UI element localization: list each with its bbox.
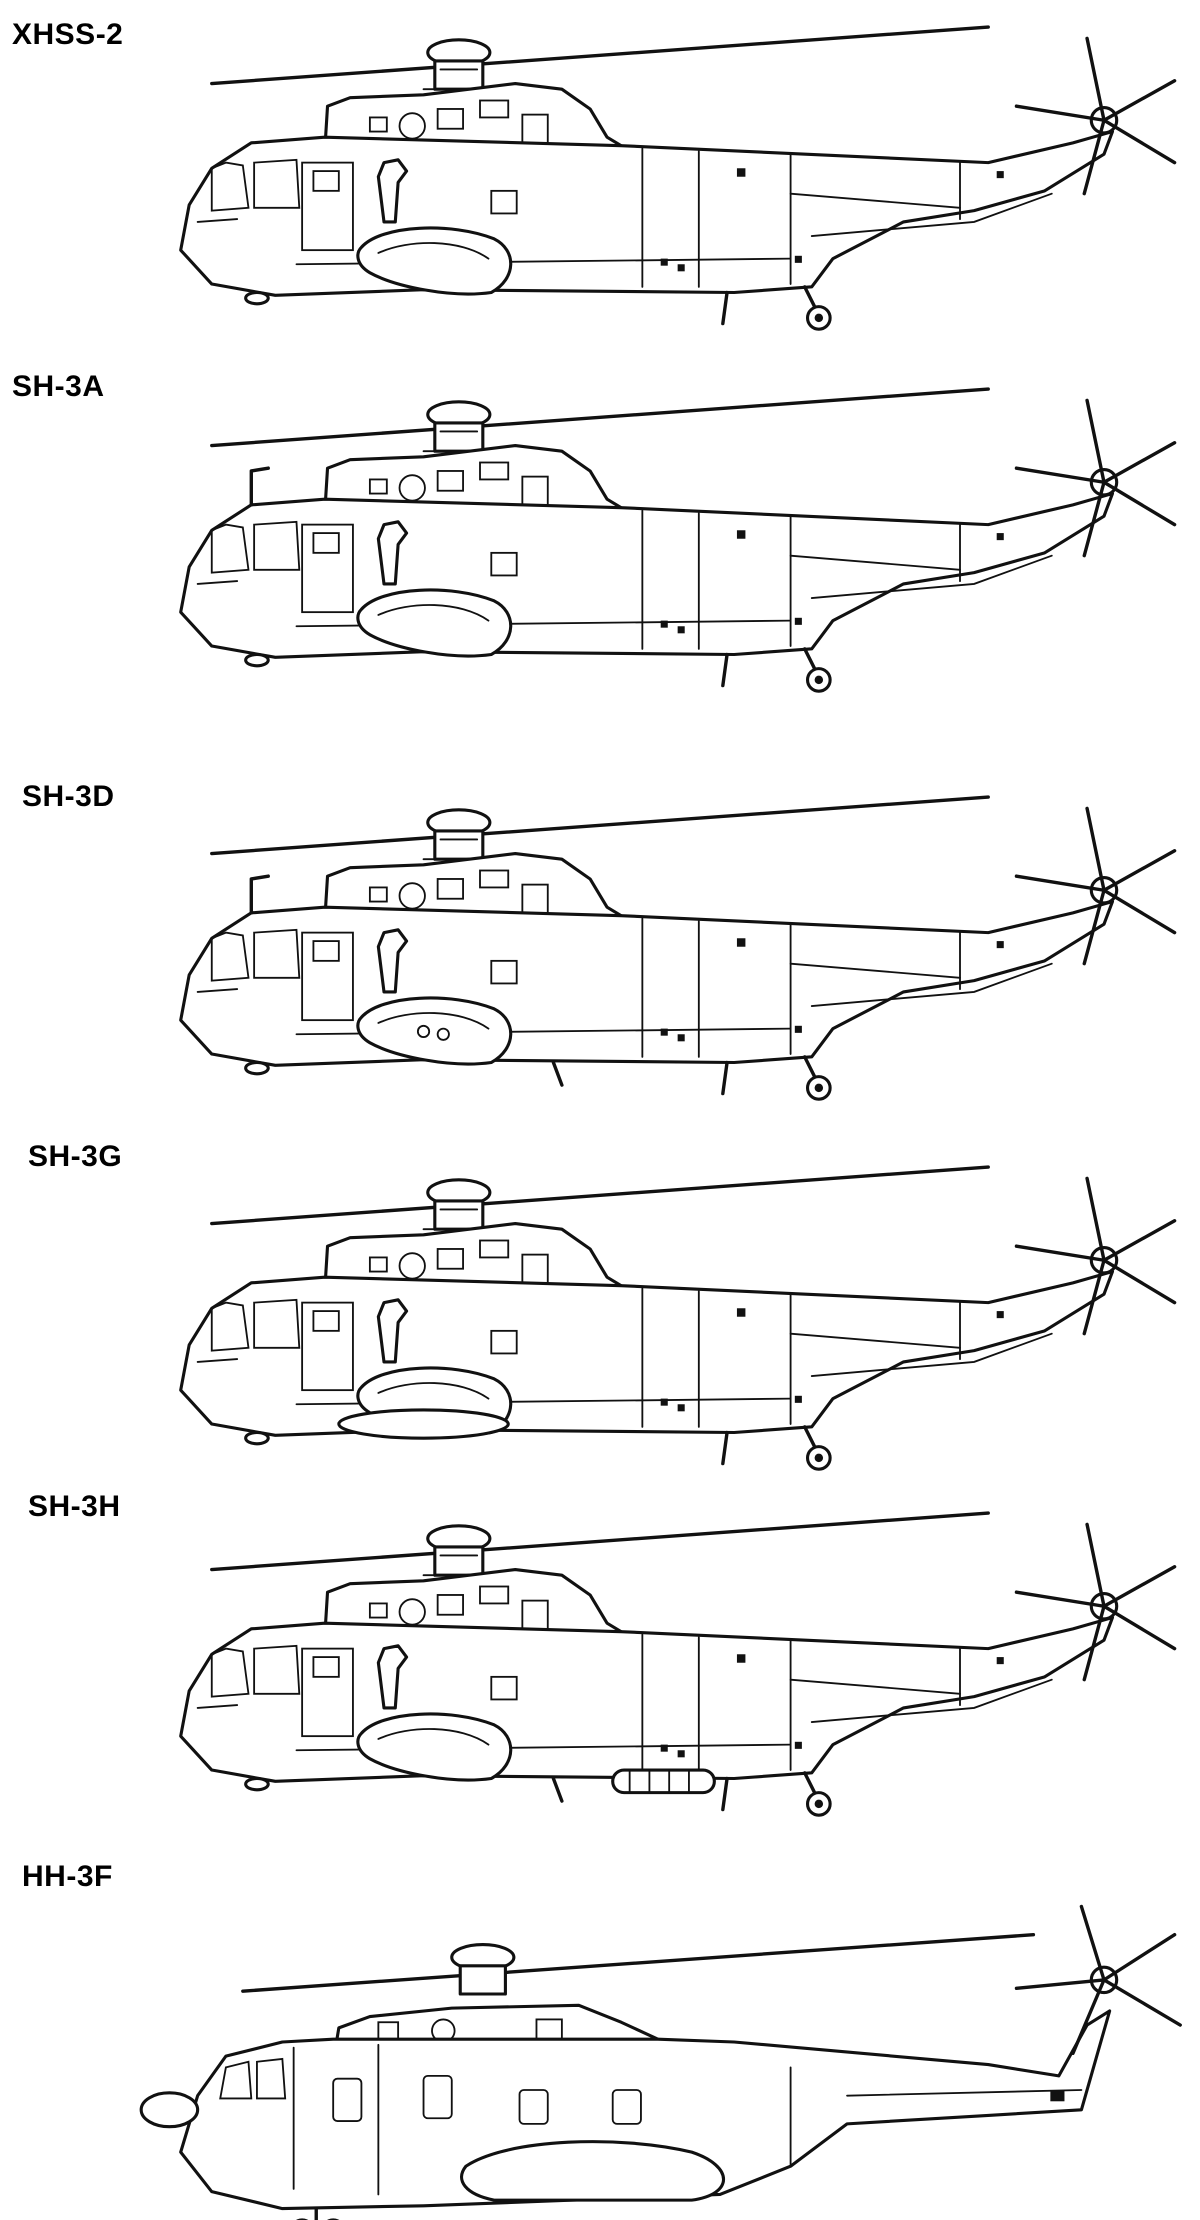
- variant-label: SH-3H: [28, 1490, 121, 1523]
- variant-label: XHSS-2: [12, 18, 124, 51]
- helicopter-drawing-sh-3a: [179, 387, 1177, 693]
- helicopter-drawing-sh-3h: [179, 1511, 1177, 1817]
- variant-xhss-2: XHSS-2: [0, 0, 1200, 331]
- variant-label: SH-3D: [22, 780, 115, 813]
- variant-sh-3d: SH-3D: [0, 770, 1200, 1120]
- helicopter-drawing-xhss-2: [179, 25, 1177, 331]
- variant-label: HH-3F: [22, 1860, 113, 1893]
- helicopter-drawing-sh-3g: [179, 1165, 1177, 1471]
- helicopter-drawing-hh-3f: [139, 1904, 1182, 2220]
- variant-hh-3f: HH-3F: [0, 1860, 1200, 2220]
- variant-sh-3g: SH-3G: [0, 1140, 1200, 1490]
- helicopter-drawing-sh-3d: [179, 795, 1177, 1101]
- variant-label: SH-3A: [12, 370, 105, 403]
- variant-label: SH-3G: [28, 1140, 123, 1173]
- variant-sh-3h: SH-3H: [0, 1480, 1200, 1830]
- variant-sh-3a: SH-3A: [0, 360, 1200, 710]
